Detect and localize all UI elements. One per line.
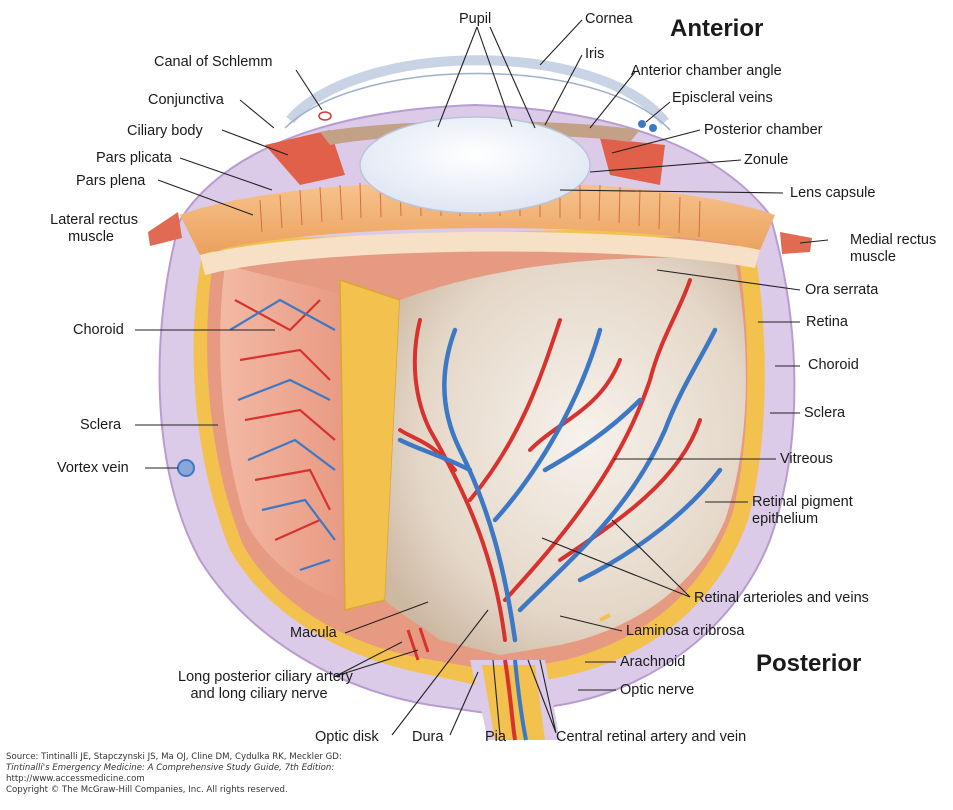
label-sclera-right: Sclera — [804, 405, 845, 422]
label-iris: Iris — [585, 46, 604, 63]
medial-rectus-muscle — [780, 232, 812, 254]
anterior-heading: Anterior — [670, 15, 763, 43]
label-lpca-line2: and long ciliary nerve — [178, 686, 340, 703]
label-ciliary-body: Ciliary body — [127, 123, 203, 140]
label-zonule: Zonule — [744, 152, 788, 169]
label-rpe-line2: epithelium — [752, 511, 853, 528]
credits-line2: Tintinalli's Emergency Medicine: A Compr… — [6, 763, 526, 774]
label-episcleral-veins: Episcleral veins — [672, 90, 773, 107]
label-optic-disk: Optic disk — [315, 729, 379, 746]
source-credits: Source: Tintinalli JE, Stapczynski JS, M… — [6, 752, 526, 796]
episcleral-vein-marker — [638, 120, 646, 128]
label-central-retinal: Central retinal artery and vein — [556, 729, 746, 746]
label-medial-rectus-line1: Medial rectus — [850, 232, 936, 249]
label-pars-plena: Pars plena — [76, 173, 145, 190]
credits-line3: http://www.accessmedicine.com — [6, 774, 526, 785]
label-vortex-vein: Vortex vein — [57, 460, 129, 477]
label-retinal-arterioles: Retinal arterioles and veins — [694, 590, 869, 607]
label-pupil: Pupil — [459, 11, 491, 28]
label-medial-rectus: Medial rectus muscle — [850, 232, 936, 266]
label-lateral-rectus-line2: muscle — [8, 229, 138, 246]
label-lpca-line1: Long posterior ciliary artery — [178, 669, 340, 686]
label-vitreous: Vitreous — [780, 451, 833, 468]
posterior-heading: Posterior — [756, 650, 861, 678]
label-arachnoid: Arachnoid — [620, 654, 685, 671]
canal-of-schlemm-marker — [319, 112, 331, 120]
credits-line4: Copyright © The McGraw-Hill Companies, I… — [6, 785, 526, 796]
optic-nerve-shape — [470, 660, 560, 740]
label-conjunctiva: Conjunctiva — [148, 92, 224, 109]
label-rpe-line1: Retinal pigment — [752, 494, 853, 511]
lens-shape — [360, 117, 590, 213]
label-choroid-right: Choroid — [808, 357, 859, 374]
credits-line1: Source: Tintinalli JE, Stapczynski JS, M… — [6, 752, 526, 763]
label-pars-plicata: Pars plicata — [96, 150, 172, 167]
label-anterior-chamber-angle: Anterior chamber angle — [631, 63, 782, 80]
label-lens-capsule: Lens capsule — [790, 185, 875, 202]
label-medial-rectus-line2: muscle — [850, 249, 936, 266]
label-sclera-left: Sclera — [80, 417, 121, 434]
label-rpe: Retinal pigment epithelium — [752, 494, 853, 528]
label-dura: Dura — [412, 729, 443, 746]
label-posterior-chamber: Posterior chamber — [704, 122, 822, 139]
label-lateral-rectus-line1: Lateral rectus — [8, 212, 138, 229]
label-long-posterior-ciliary: Long posterior ciliary artery and long c… — [178, 669, 340, 703]
vortex-vein-marker — [178, 460, 194, 476]
label-laminosa-cribrosa: Laminosa cribrosa — [626, 623, 744, 640]
label-canal-of-schlemm: Canal of Schlemm — [154, 54, 272, 71]
label-cornea: Cornea — [585, 11, 633, 28]
label-lateral-rectus: Lateral rectus muscle — [8, 212, 138, 246]
label-optic-nerve: Optic nerve — [620, 682, 694, 699]
label-ora-serrata: Ora serrata — [805, 282, 878, 299]
label-retina: Retina — [806, 314, 848, 331]
label-macula: Macula — [290, 625, 337, 642]
episcleral-vein-marker-2 — [649, 124, 657, 132]
label-pia: Pia — [485, 729, 506, 746]
label-choroid-left: Choroid — [73, 322, 124, 339]
